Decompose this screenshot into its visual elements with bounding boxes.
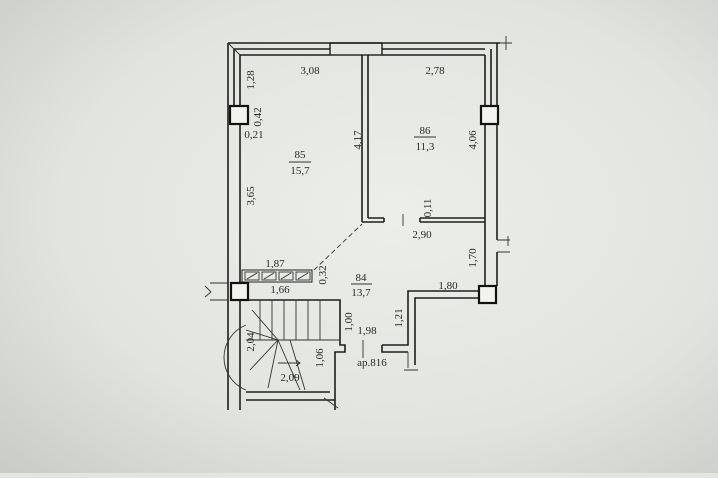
dim-label: 2,78 [425, 65, 445, 77]
dim-label: 2,09 [280, 372, 300, 384]
room-85-area: 15,7 [290, 165, 310, 177]
dimension-labels: 3,08 2,78 1,28 0,42 0,21 4,17 4,06 3,65 … [244, 65, 479, 384]
dim-label: 1,06 [314, 348, 326, 368]
dim-label: 1,00 [343, 312, 355, 332]
walls [204, 36, 512, 410]
room-86-area: 11,3 [416, 141, 435, 153]
dim-label: 3,65 [245, 186, 257, 206]
dim-label: 4,06 [467, 130, 479, 150]
window [329, 42, 383, 56]
dim-label: 1,28 [245, 70, 257, 90]
dim-label: 1,21 [393, 308, 405, 327]
room-86-number: 86 [420, 125, 432, 137]
room-84-area: 13,7 [351, 287, 371, 299]
room-84-number: 84 [356, 272, 368, 284]
dim-label: 4,17 [352, 130, 364, 150]
dim-label: 2,90 [412, 229, 432, 241]
dim-label: 1,70 [467, 248, 479, 268]
dim-label: 0,42 [252, 107, 264, 126]
room-labels: 85 15,7 86 11,3 84 13,7 [289, 125, 436, 299]
dim-label: 1,87 [265, 258, 285, 270]
cabinet-row [241, 269, 313, 283]
dim-label: 2,04 [245, 332, 257, 352]
dim-label: 3,08 [300, 65, 320, 77]
pillar [229, 281, 250, 302]
pillar [479, 104, 500, 126]
door-note: ар.816 [357, 357, 387, 369]
room-85-number: 85 [295, 149, 307, 161]
dim-label: 0,11 [422, 199, 434, 218]
dim-label: 1,66 [270, 284, 290, 296]
staircase [223, 300, 340, 391]
pillar [477, 284, 498, 305]
dim-label: 0,32 [317, 265, 329, 284]
dim-label: 0,21 [244, 129, 263, 141]
pillar [228, 104, 250, 126]
dim-label: 1,98 [357, 325, 377, 337]
dim-label: 1,80 [438, 280, 458, 292]
